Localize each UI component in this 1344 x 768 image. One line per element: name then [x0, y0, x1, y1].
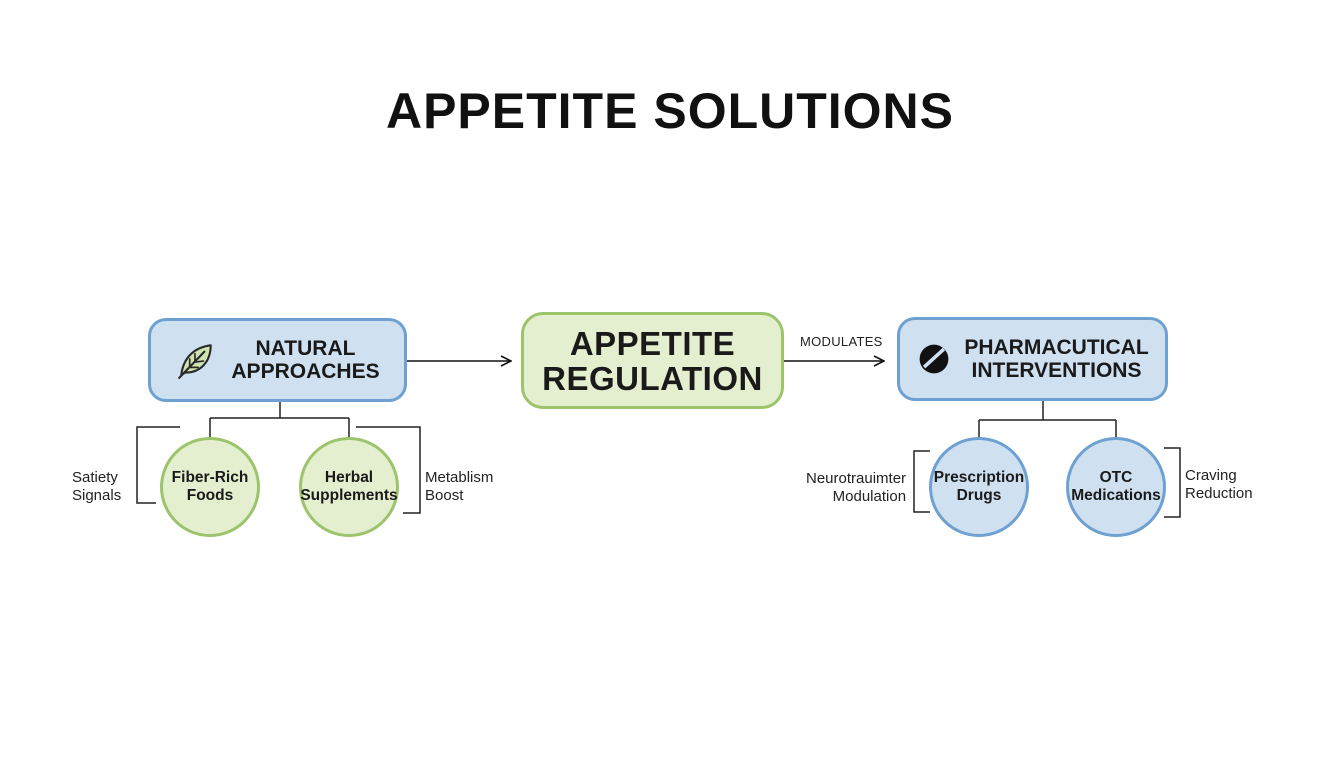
bracket-neuro	[913, 450, 930, 513]
bracket-craving	[1164, 447, 1181, 518]
fiber-rich-foods-node: Fiber-Rich Foods	[160, 437, 260, 537]
satiety-signals-note: Satiety Signals	[72, 469, 122, 504]
fiber-rich-foods-label: Fiber-Rich Foods	[171, 469, 249, 504]
appetite-regulation-node: APPETITE REGULATION	[521, 312, 784, 409]
tree-natural	[209, 401, 350, 438]
herbal-supplements-label: Herbal Supplements	[300, 469, 398, 504]
page-title: APPETITE SOLUTIONS	[385, 83, 955, 139]
craving-reduction-note: Craving Reduction	[1185, 467, 1253, 502]
neurotransmitter-modulation-note: Neurotrauimter Modulation	[806, 470, 907, 505]
bracket-metabolism	[356, 426, 421, 514]
pharmaceutical-interventions-label: PHARMACUTICAL INTERVENTIONS	[964, 336, 1149, 382]
edge-label-modulates: MODULATES	[800, 334, 883, 349]
otc-medications-node: OTC Medications	[1066, 437, 1166, 537]
herbal-supplements-node: Herbal Supplements	[299, 437, 399, 537]
prescription-drugs-node: Prescription Drugs	[929, 437, 1029, 537]
prescription-drugs-label: Prescription Drugs	[933, 469, 1025, 504]
tree-pharma	[978, 401, 1117, 438]
bracket-satiety	[136, 426, 180, 504]
natural-approaches-label: NATURAL APPROACHES	[231, 337, 380, 383]
natural-approaches-node: NATURAL APPROACHES	[148, 318, 407, 402]
leaf-icon	[178, 344, 213, 379]
pill-icon	[919, 344, 949, 374]
pharmaceutical-interventions-node: PHARMACUTICAL INTERVENTIONS	[897, 317, 1168, 401]
appetite-regulation-label: APPETITE REGULATION	[542, 324, 763, 397]
otc-medications-label: OTC Medications	[1071, 469, 1161, 504]
metabolism-boost-note: Metablism Boost	[425, 469, 494, 504]
